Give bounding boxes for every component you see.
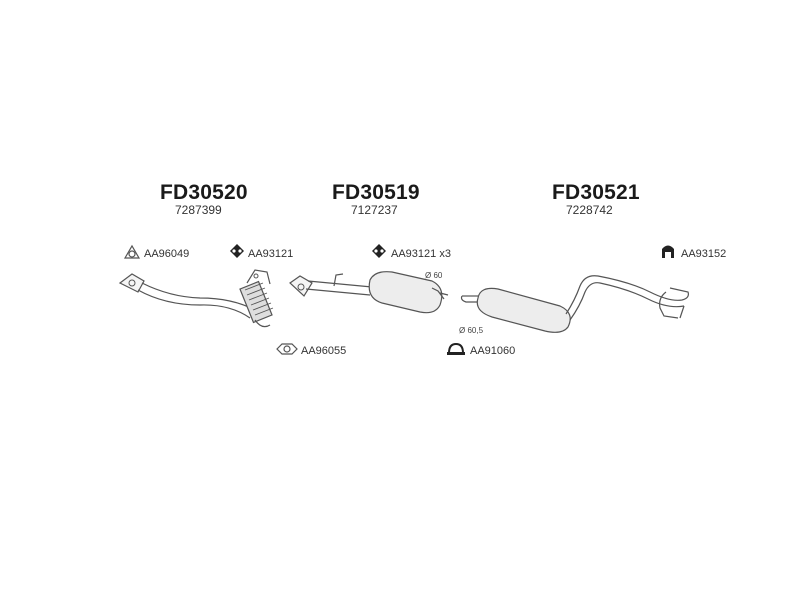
- part-oe-number-middle: 7127237: [351, 203, 398, 217]
- front-pipe: [118, 269, 274, 328]
- part-oe-number-front: 7287399: [175, 203, 222, 217]
- part-code-middle: FD30519: [332, 181, 420, 204]
- gasket-icon: [276, 343, 298, 355]
- part-code-front: FD30520: [160, 181, 248, 204]
- rubber-mount-icon: [662, 245, 674, 258]
- diameter-label-mid: Ø 60: [425, 271, 443, 280]
- accessory-label-aa91060: AA91060: [470, 345, 516, 357]
- rubber-mount-icon: [230, 244, 244, 258]
- gasket-icon: [123, 244, 141, 259]
- diameter-label-rear: Ø 60,5: [459, 326, 484, 335]
- accessory-label-aa93121: AA93121: [248, 248, 294, 260]
- accessory-label-aa96055: AA96055: [301, 345, 347, 357]
- part-code-rear: FD30521: [552, 181, 640, 204]
- rear-section: [460, 275, 689, 333]
- accessory-label-aa93121-x3: AA93121 x3: [391, 248, 451, 260]
- rubber-mount-icon: [372, 244, 386, 258]
- clamp-icon: [447, 342, 465, 355]
- part-oe-number-rear: 7228742: [566, 203, 613, 217]
- accessory-label-aa93152: AA93152: [681, 248, 727, 260]
- accessory-label-aa96049: AA96049: [144, 248, 190, 260]
- middle-section: [289, 271, 449, 314]
